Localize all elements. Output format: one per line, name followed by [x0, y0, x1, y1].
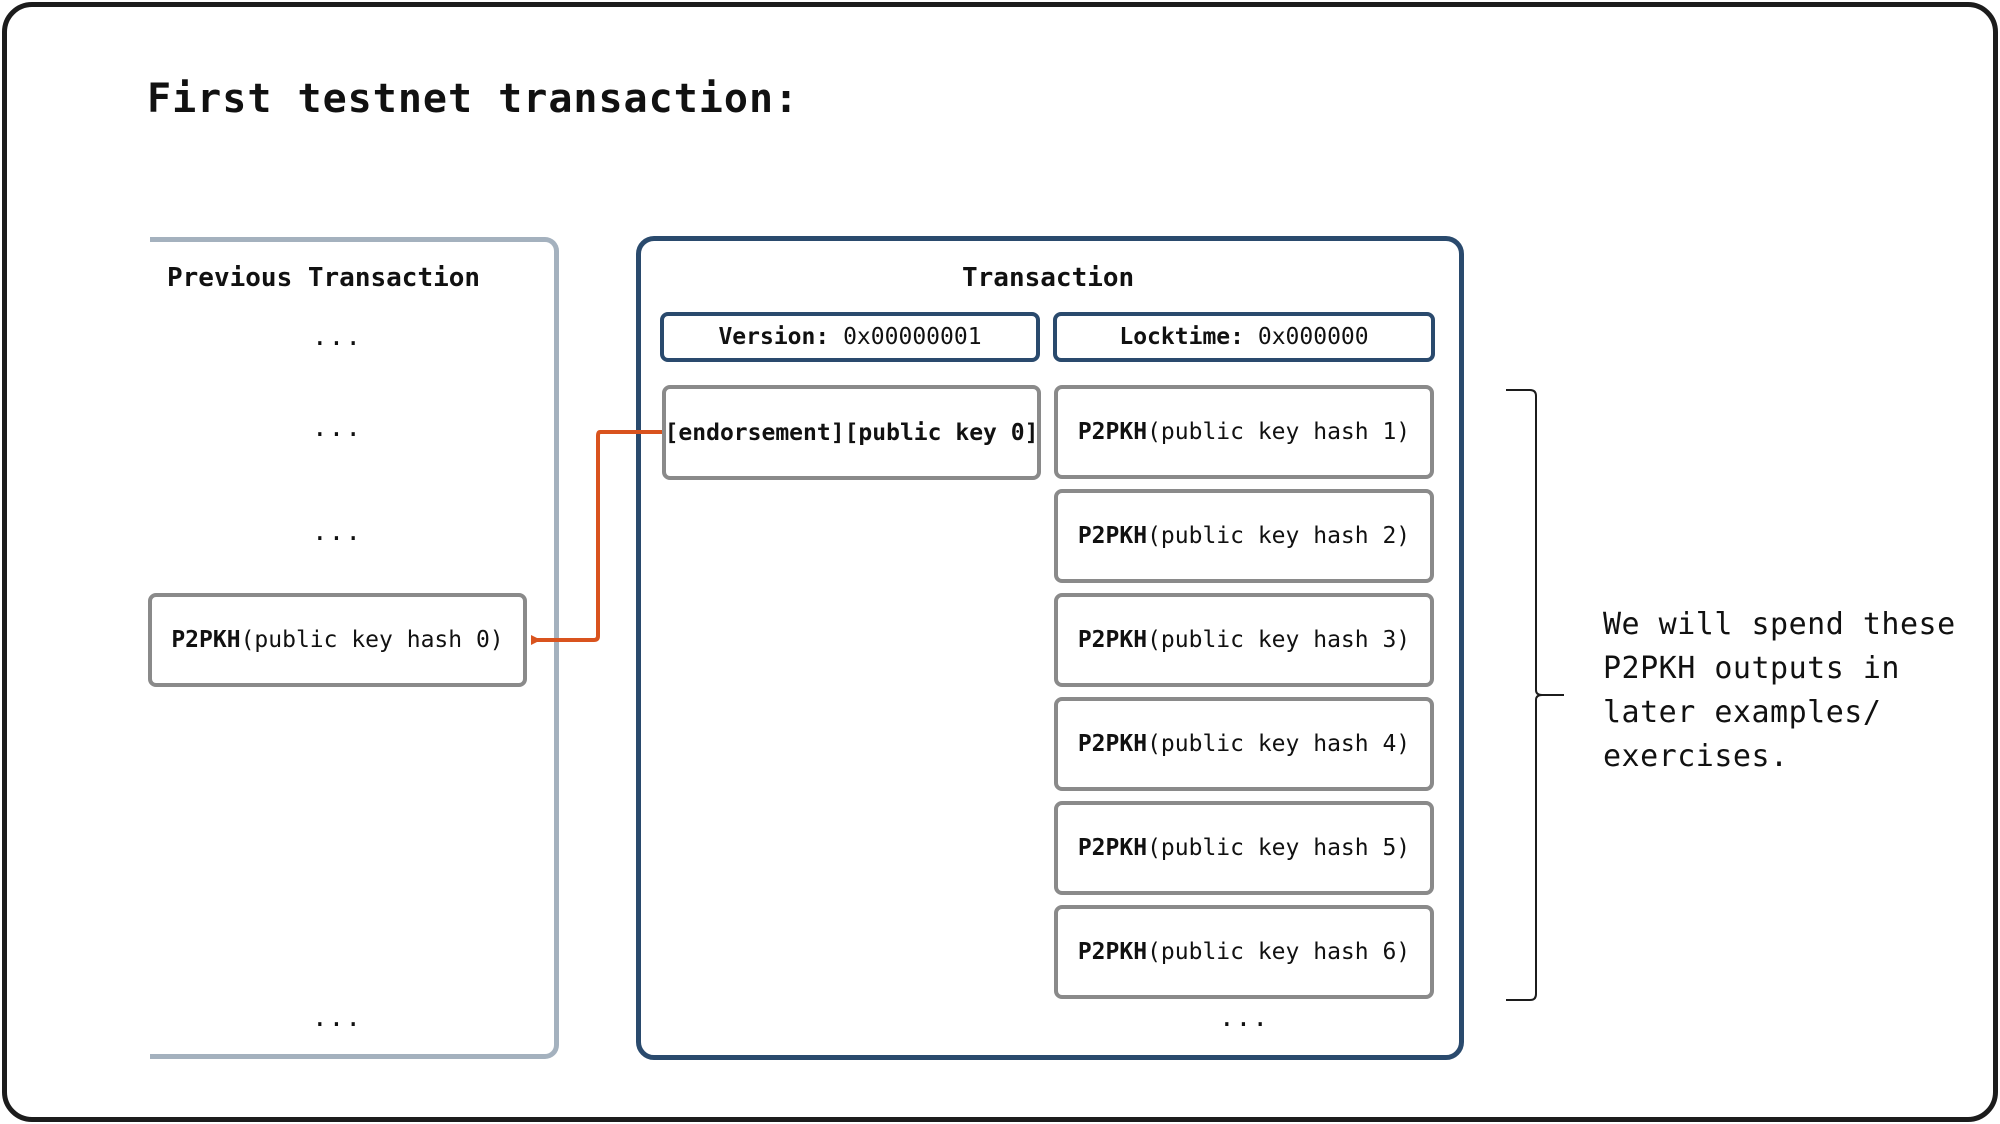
output-script-arg: (public key hash 2): [1147, 523, 1411, 549]
previous-ellipsis: ...: [312, 413, 362, 443]
version-value: 0x00000001: [843, 324, 982, 350]
transaction-outputs-ellipsis: ...: [1219, 1003, 1269, 1033]
version-field: Version: 0x00000001: [660, 312, 1040, 362]
input-script: [endorsement][public key 0]: [664, 419, 1039, 446]
locktime-field: Locktime: 0x000000: [1053, 312, 1435, 362]
transaction-title: Transaction: [962, 263, 1135, 293]
output-script-arg: (public key hash 1): [1147, 419, 1411, 445]
output-script-type: P2PKH: [1077, 835, 1148, 861]
transaction-output-6: P2PKH(public key hash 6): [1054, 905, 1434, 999]
previous-transaction-title: Previous Transaction: [167, 263, 481, 293]
output-script-type: P2PKH: [1077, 523, 1148, 549]
annotation-note: We will spend these P2PKH outputs in lat…: [1603, 607, 1956, 774]
output-script-arg: (public key hash 5): [1147, 835, 1411, 861]
output-script-type: P2PKH: [171, 627, 241, 653]
previous-ellipsis: ...: [312, 517, 362, 547]
output-script-type: P2PKH: [1077, 627, 1148, 653]
locktime-label: Locktime:: [1119, 324, 1244, 350]
transaction-output-3: P2PKH(public key hash 3): [1054, 593, 1434, 687]
transaction-output-4: P2PKH(public key hash 4): [1054, 697, 1434, 791]
locktime-value: 0x000000: [1257, 324, 1369, 350]
previous-output-p2pkh-0: P2PKH(public key hash 0): [148, 593, 527, 687]
previous-ellipsis: ...: [312, 322, 362, 352]
version-label: Version:: [718, 324, 830, 350]
transaction-output-2: P2PKH(public key hash 2): [1054, 489, 1434, 583]
output-script-arg: (public key hash 4): [1147, 731, 1411, 757]
transaction-output-1: P2PKH(public key hash 1): [1054, 385, 1434, 479]
output-script-type: P2PKH: [1077, 939, 1148, 965]
spend-arrow: [531, 430, 662, 645]
previous-transaction-panel: [150, 237, 559, 1059]
transaction-output-5: P2PKH(public key hash 5): [1054, 801, 1434, 895]
previous-ellipsis: ...: [312, 1003, 362, 1033]
output-script-type: P2PKH: [1077, 419, 1148, 445]
transaction-input: [endorsement][public key 0]: [662, 385, 1041, 480]
outputs-brace-icon: [1506, 389, 1564, 1001]
output-script-arg: (public key hash 6): [1147, 939, 1411, 965]
output-script-type: P2PKH: [1077, 731, 1148, 757]
output-script-arg: (public key hash 3): [1147, 627, 1411, 653]
transaction-panel: [636, 236, 1464, 1060]
output-script-arg: (public key hash 0): [240, 627, 504, 653]
page-title: First testnet transaction:: [147, 76, 800, 122]
